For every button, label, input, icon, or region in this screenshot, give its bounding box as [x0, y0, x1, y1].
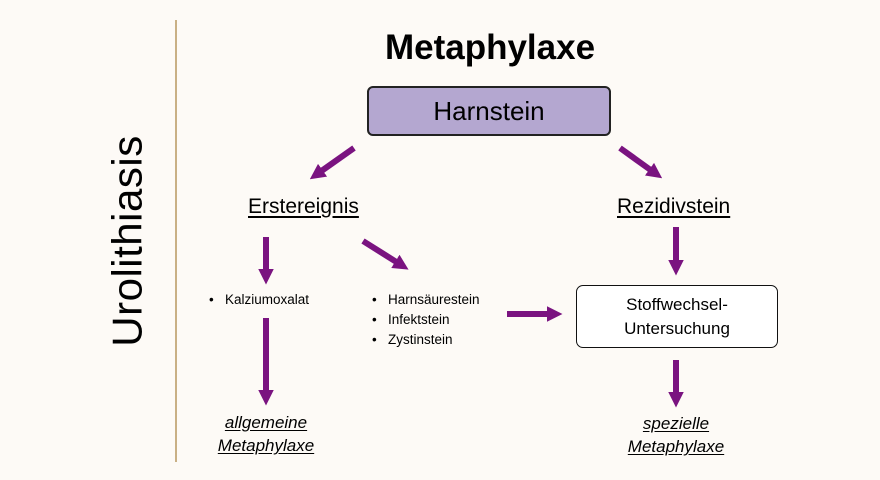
- metabolic-exam-box: Stoffwechsel- Untersuchung: [576, 285, 778, 348]
- branch-first-event: Erstereignis: [248, 195, 359, 218]
- list-item: Infektstein: [372, 310, 480, 330]
- metabolic-exam-line1: Stoffwechsel-: [626, 294, 728, 314]
- list-item: Harnsäurestein: [372, 290, 480, 310]
- root-node-harnstein: Harnstein: [367, 86, 611, 136]
- general-metaphylaxis-line2: Metaphylaxe: [217, 436, 315, 455]
- special-metaphylaxis-line1: spezielle: [642, 414, 710, 433]
- vertical-divider: [175, 20, 177, 462]
- arrow-first-event-to-other-stones: [361, 238, 409, 270]
- list-item: Kalziumoxalat: [209, 290, 309, 310]
- general-metaphylaxis: allgemeine Metaphylaxe: [196, 411, 336, 457]
- general-metaphylaxis-line1: allgemeine: [224, 413, 308, 432]
- branch-recurrent-stone: Rezidivstein: [617, 195, 731, 218]
- diagram-title: Metaphylaxe: [384, 28, 596, 67]
- calcium-oxalate-list: Kalziumoxalat: [209, 290, 309, 310]
- list-item: Zystinstein: [372, 330, 480, 350]
- arrow-root-to-first-event: [309, 145, 356, 180]
- arrow-root-to-recurrent: [618, 145, 663, 179]
- root-node-label: Harnstein: [433, 95, 545, 126]
- special-metaphylaxis: spezielle Metaphylaxe: [606, 412, 746, 458]
- metabolic-exam-line2: Untersuchung: [624, 318, 730, 338]
- special-metaphylaxis-line2: Metaphylaxe: [627, 437, 725, 456]
- stone-type-list: Harnsäurestein Infektstein Zystinstein: [372, 290, 480, 350]
